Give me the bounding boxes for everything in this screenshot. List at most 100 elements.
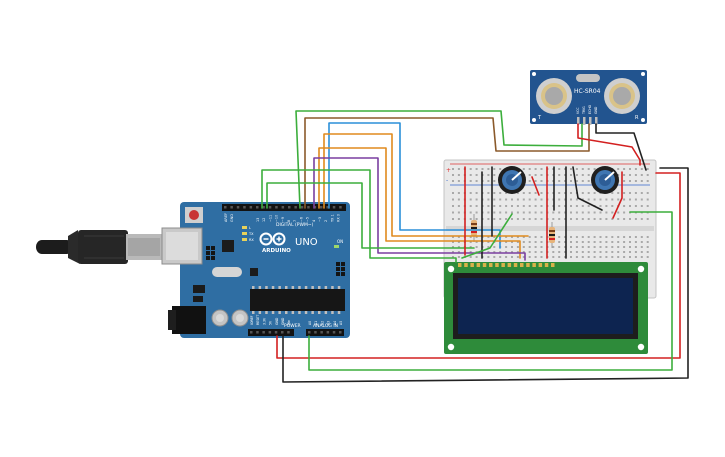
wire-black-ground[interactable] xyxy=(282,167,689,383)
arduino-uno-board[interactable]: ARDUINO UNO DIGITAL (PWM~) POWER ANALOG … xyxy=(161,202,350,338)
analog-pin-label: A1 xyxy=(314,321,318,325)
sensor-pin-label: TRIG xyxy=(582,106,586,115)
lcd-pin[interactable] xyxy=(526,263,530,267)
wire-green-bb-1[interactable] xyxy=(461,213,513,259)
wire-red-power[interactable] xyxy=(276,172,681,359)
power-pin-label: IOREF xyxy=(250,315,254,325)
analog-pin-label: A2 xyxy=(320,321,324,325)
arduino-model-text: UNO xyxy=(295,237,318,248)
potentiometer-1[interactable] xyxy=(498,166,526,194)
resistor-1[interactable] xyxy=(471,214,477,242)
sensor-pin[interactable] xyxy=(577,117,580,125)
usb-cable[interactable] xyxy=(36,230,162,264)
power-jack xyxy=(172,306,206,334)
digital-pin-label: ~5 xyxy=(306,217,310,222)
lcd-pin[interactable] xyxy=(470,263,474,267)
lcd-pin[interactable] xyxy=(532,263,536,267)
lcd-pin[interactable] xyxy=(513,263,518,267)
rx-led xyxy=(242,238,247,241)
analog-pin-label: A4 xyxy=(333,321,337,325)
lcd-pin[interactable] xyxy=(501,263,505,267)
sensor-pin-label: ECHO xyxy=(588,104,592,114)
lcd-pin[interactable] xyxy=(489,263,493,267)
digital-pin-label: ~6 xyxy=(299,217,303,222)
lcd-pin[interactable] xyxy=(458,263,462,267)
analog-header[interactable] xyxy=(306,329,344,336)
wire-green-analog[interactable] xyxy=(308,211,673,371)
wire-brown-1[interactable] xyxy=(304,117,590,209)
atmega-chip xyxy=(250,289,345,311)
digital-pin-label: 12 xyxy=(262,218,266,222)
digital-pin-label: ~3 xyxy=(318,217,322,222)
arduino-brand-text: ARDUINO xyxy=(262,248,291,254)
power-pin-label: 5V xyxy=(269,320,273,325)
aref-label: AREF xyxy=(224,213,228,222)
lcd-pin[interactable] xyxy=(482,263,487,267)
lcd-screen xyxy=(458,278,633,334)
digital-pin-label: RX 0 xyxy=(337,214,341,222)
power-pin-label: GND xyxy=(275,317,279,325)
digital-pin-label: ~11 xyxy=(268,215,272,222)
lcd-pin[interactable] xyxy=(520,263,524,267)
on-label: ON xyxy=(337,239,343,244)
wire-red-sensor[interactable] xyxy=(577,123,641,166)
lcd-16x2[interactable] xyxy=(444,262,648,354)
sensor-crystal xyxy=(576,74,600,82)
wire-black-sensor[interactable] xyxy=(595,123,647,171)
usb-chip xyxy=(222,240,234,252)
breadboard-minus-mark: - xyxy=(446,177,448,184)
lcd-pin[interactable] xyxy=(544,263,549,267)
power-pin-label: RESET xyxy=(256,315,260,325)
lcd-pin[interactable] xyxy=(551,263,555,267)
lcd-pin[interactable] xyxy=(464,263,468,267)
power-label: POWER xyxy=(284,323,301,329)
wire-green-1[interactable] xyxy=(295,110,583,209)
tx-label: TX xyxy=(248,232,254,236)
l-led xyxy=(242,226,247,229)
digital-pin-label: 4 xyxy=(312,220,316,222)
rx-label: RX xyxy=(249,238,254,242)
analog-pin-label: A0 xyxy=(308,321,312,325)
sensor-name: HC-SR04 xyxy=(574,88,601,95)
digital-pin-label: 7 xyxy=(293,220,297,222)
transmitter-icon xyxy=(536,78,572,114)
wires xyxy=(261,110,689,383)
digital-pin-label: ~9 xyxy=(281,217,285,222)
wire-red-bb-2[interactable] xyxy=(531,176,540,196)
arduino-logo-icon xyxy=(259,232,286,246)
lcd-pin[interactable] xyxy=(495,263,499,267)
potentiometer-2[interactable] xyxy=(591,166,619,194)
tx-led xyxy=(242,232,247,235)
digital-pin-label: 13 xyxy=(256,218,260,222)
breadboard-plus-mark: + xyxy=(446,167,451,174)
sensor-pin[interactable] xyxy=(589,117,592,125)
lcd-pin[interactable] xyxy=(476,263,481,267)
power-pin-label: Vin xyxy=(287,320,291,325)
digital-pin-label: 2 xyxy=(324,220,328,222)
sensor-right-mark: R xyxy=(635,115,639,121)
wire-red-bb-4[interactable] xyxy=(612,171,623,219)
lcd-pin[interactable] xyxy=(538,263,543,267)
sensor-pin[interactable] xyxy=(583,117,586,125)
sensor-pin[interactable] xyxy=(595,117,598,125)
resistor-2[interactable] xyxy=(549,222,555,248)
digital-pin-label: 8 xyxy=(287,220,291,222)
l-label: L xyxy=(249,226,251,230)
digital-label: DIGITAL (PWM~) xyxy=(276,222,314,228)
digital-pin-label: TX 1 xyxy=(330,214,334,223)
on-led xyxy=(334,245,339,248)
lcd-pin[interactable] xyxy=(507,263,512,267)
wire-green-3[interactable] xyxy=(266,182,475,249)
reset-button[interactable] xyxy=(189,210,199,220)
analog-pin-label: A5 xyxy=(339,321,343,325)
gnd-label: GND xyxy=(230,214,234,222)
wire-black-bb-4[interactable] xyxy=(572,166,603,211)
analog-pin-label: A3 xyxy=(327,321,331,325)
power-pin-label: GND xyxy=(281,317,285,325)
wire-purple-1[interactable] xyxy=(313,157,526,261)
power-pin-label: 3.3V xyxy=(262,317,266,325)
digital-pin-label: ~10 xyxy=(275,215,279,222)
wire-green-2[interactable] xyxy=(261,169,457,263)
